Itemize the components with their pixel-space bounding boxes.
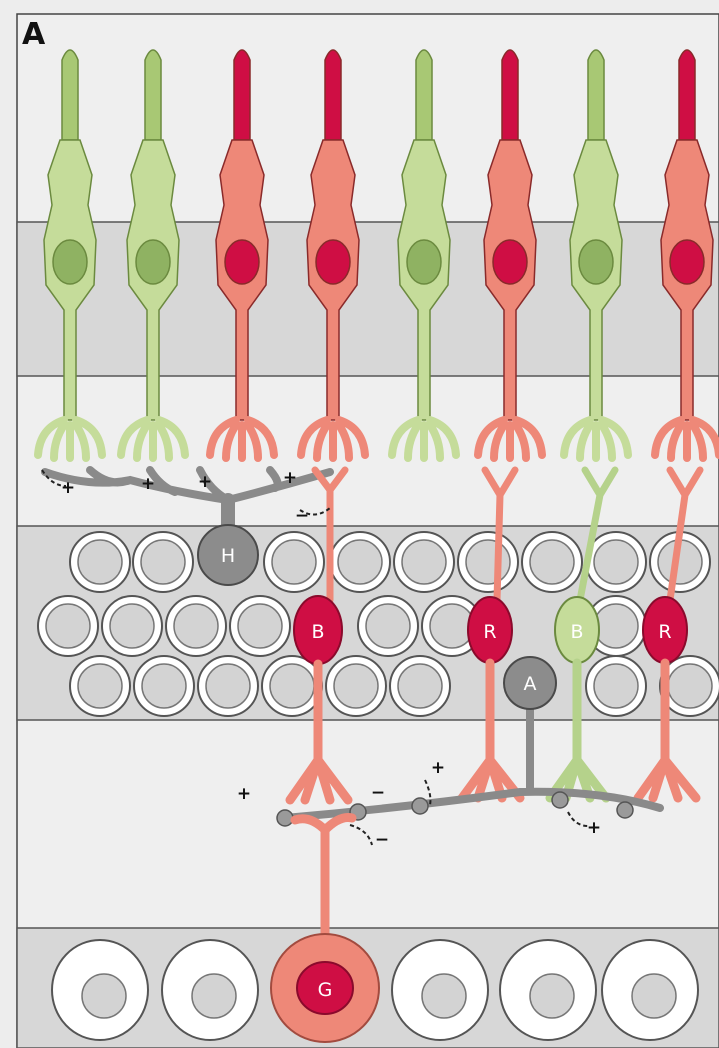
background-cell [522, 532, 582, 592]
bipolar-cell-2-label: R [483, 621, 496, 643]
panel-label: A [22, 17, 46, 52]
background-cell [458, 532, 518, 592]
photoreceptor-nucleus [316, 240, 350, 284]
background-cell [102, 596, 162, 656]
ganglion-layer-background-cell [392, 940, 488, 1040]
amacrine-cell-varicosity-5 [617, 802, 633, 818]
plus-sign-7: + [587, 818, 601, 838]
background-cell [134, 656, 194, 716]
background-cell [326, 656, 386, 716]
background-cell [38, 596, 98, 656]
background-cell [586, 532, 646, 592]
inner-nuclear-cells [38, 532, 719, 716]
bipolar-cell-4-label: R [658, 621, 671, 643]
plus-sign-5: + [237, 784, 251, 804]
bipolar-cell-1-label: B [311, 621, 324, 643]
horizontal-cell-label: H [221, 545, 235, 567]
background-cell [264, 532, 324, 592]
photoreceptor-outer-segment [502, 50, 518, 140]
minus-sign-3: − [375, 830, 389, 850]
plus-sign-2: + [141, 474, 155, 494]
photoreceptor-nucleus [493, 240, 527, 284]
amacrine-cell-label: A [524, 673, 537, 695]
background-cell [133, 532, 193, 592]
photoreceptor-outer-segment [234, 50, 250, 140]
photoreceptor-outer-segment [679, 50, 695, 140]
plus-sign-1: + [61, 478, 75, 498]
photoreceptor-nucleus [407, 240, 441, 284]
ganglion-layer-background-cell [162, 940, 258, 1040]
background-cell [358, 596, 418, 656]
background-cell [198, 656, 258, 716]
background-cell [390, 656, 450, 716]
photoreceptor-nucleus [53, 240, 87, 284]
background-cell [70, 656, 130, 716]
minus-sign-2: − [371, 783, 385, 803]
photoreceptor-outer-segment [62, 50, 78, 140]
plus-sign-3: + [198, 472, 212, 492]
background-cell [70, 532, 130, 592]
amacrine-cell-varicosity-1 [277, 810, 293, 826]
ganglion-layer-background-cell [52, 940, 148, 1040]
photoreceptor-nucleus [136, 240, 170, 284]
ganglion-layer-background-cell [500, 940, 596, 1040]
photoreceptor-nucleus [579, 240, 613, 284]
photoreceptor-nucleus [225, 240, 259, 284]
photoreceptor-nucleus [670, 240, 704, 284]
background-cell [230, 596, 290, 656]
background-cell [330, 532, 390, 592]
minus-sign-1: − [295, 506, 309, 526]
background-cell [394, 532, 454, 592]
photoreceptor-outer-segment [416, 50, 432, 140]
photoreceptor-outer-segment [325, 50, 341, 140]
amacrine-cell-varicosity-3 [412, 798, 428, 814]
ganglion-layer-background-cell [602, 940, 698, 1040]
plus-sign-6: + [431, 758, 445, 778]
amacrine-cell-varicosity-4 [552, 792, 568, 808]
photoreceptor-outer-segment [145, 50, 161, 140]
ganglion-cell-label: G [318, 979, 333, 1001]
photoreceptor-outer-segment [588, 50, 604, 140]
bipolar-cell-3-label: B [570, 621, 583, 643]
background-cell [262, 656, 322, 716]
plus-sign-4: + [283, 468, 297, 488]
background-cell [586, 656, 646, 716]
background-cell [166, 596, 226, 656]
